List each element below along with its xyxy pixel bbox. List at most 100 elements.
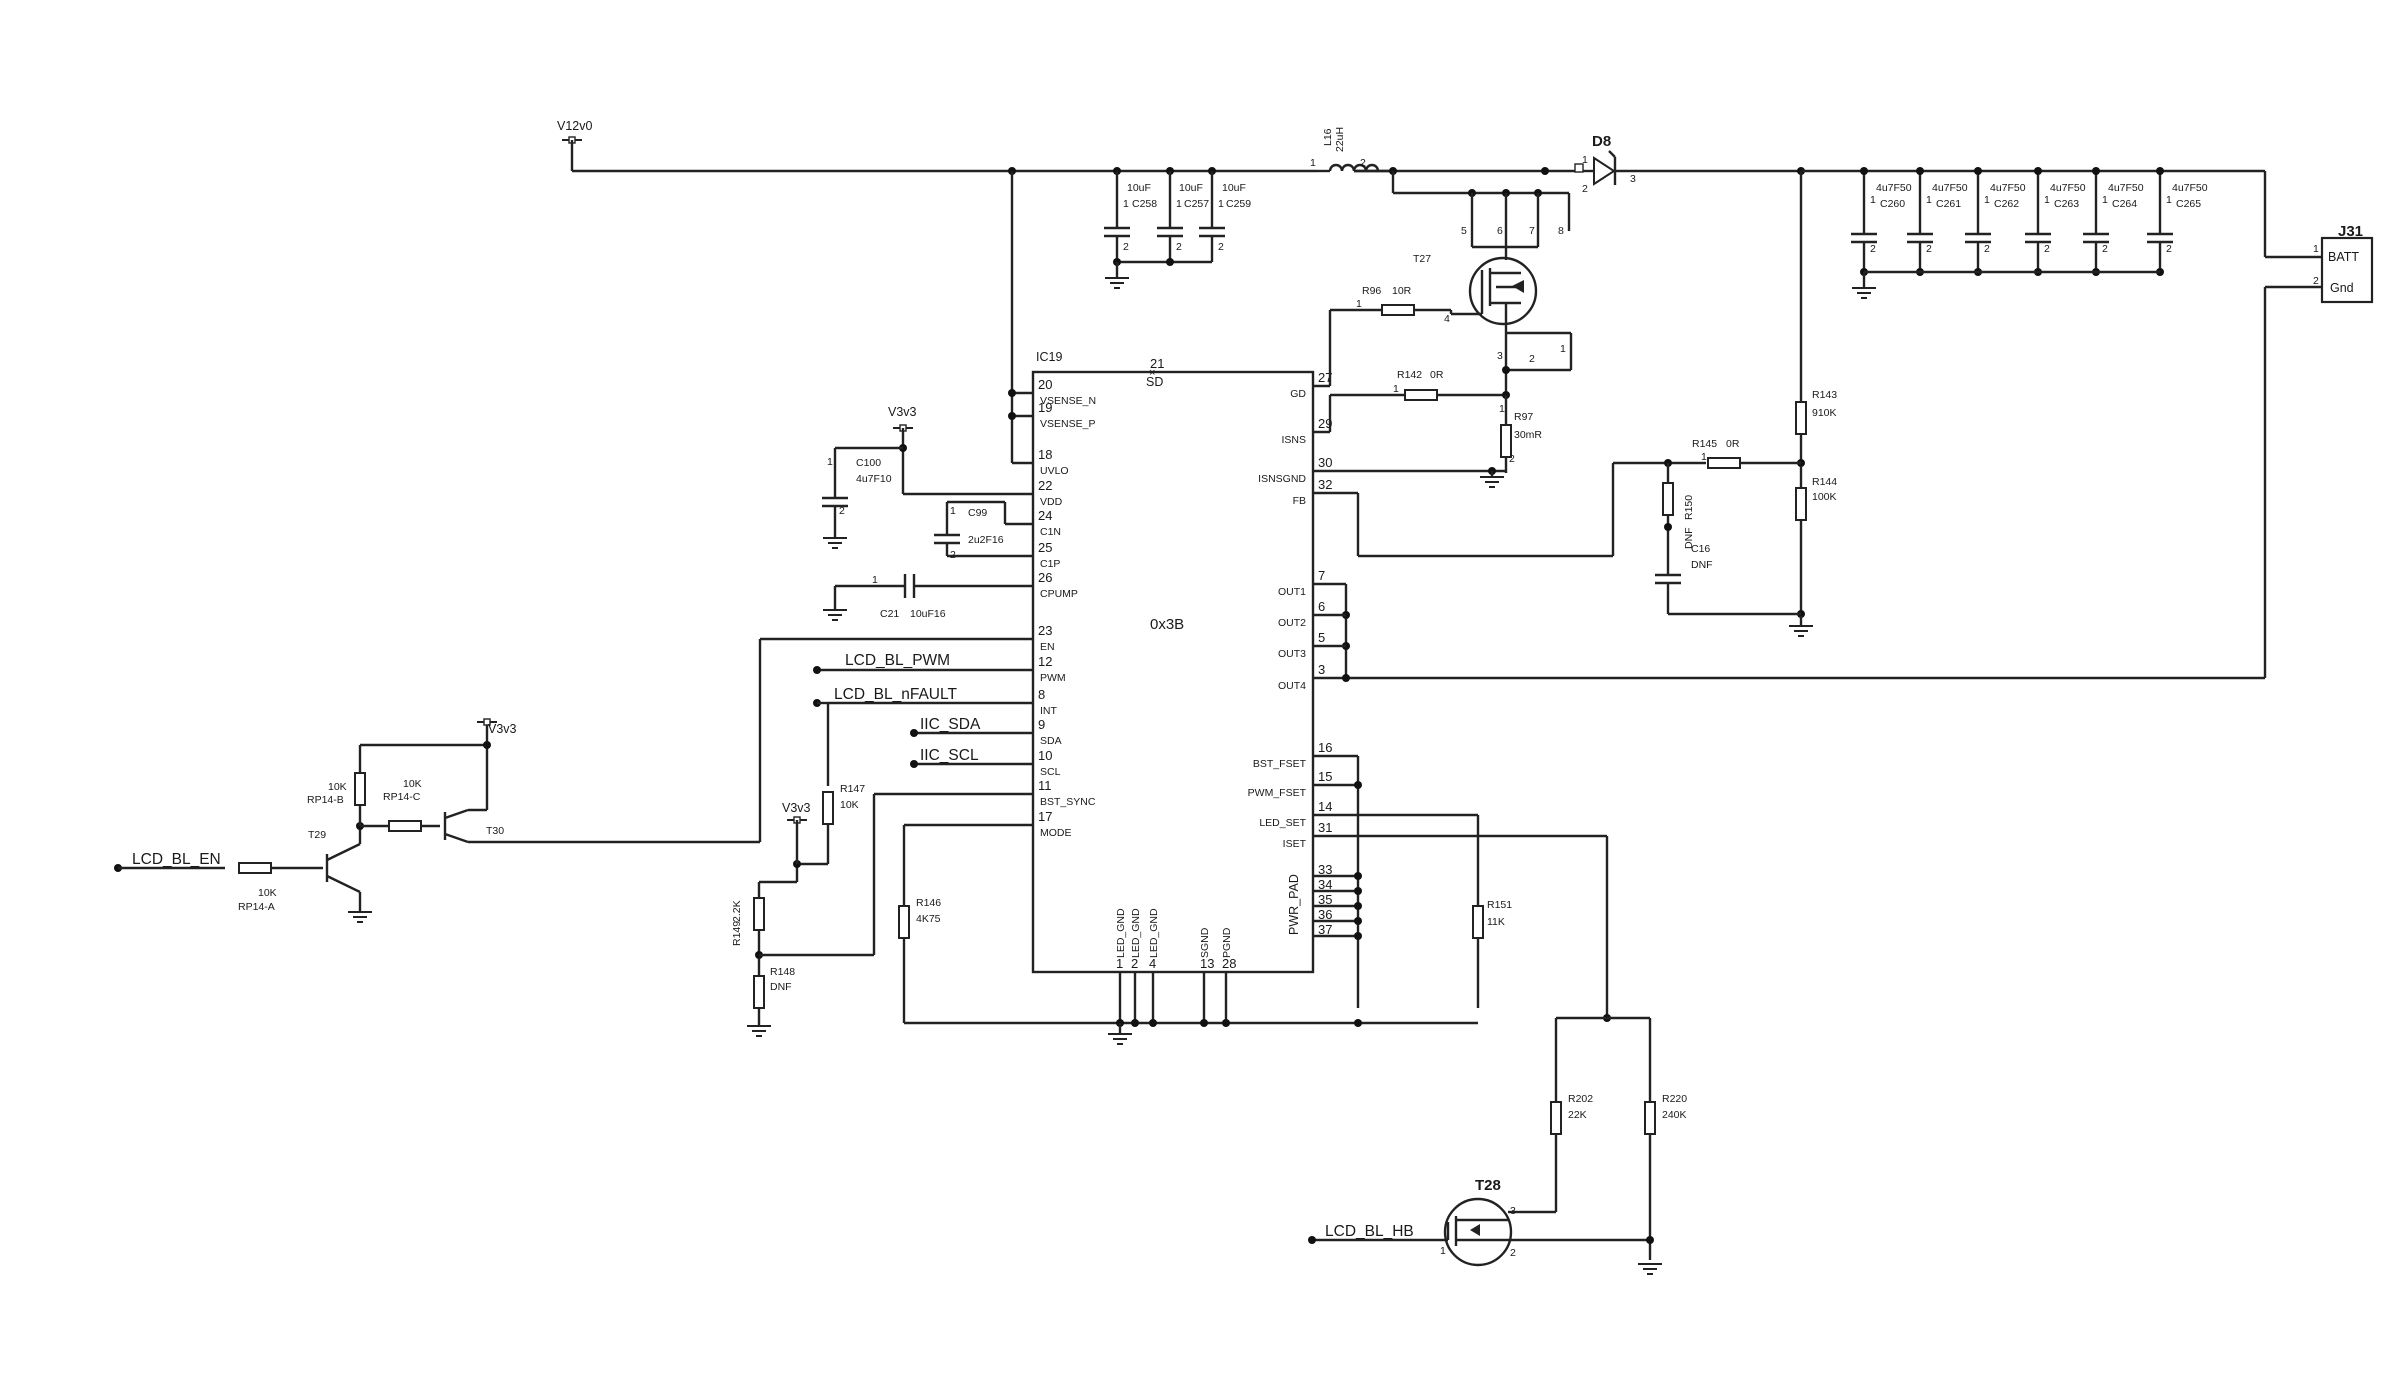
- ic19-pin-num: 20: [1038, 377, 1052, 392]
- svg-text:2: 2: [1510, 1247, 1516, 1259]
- ic19-pin-name: OUT1: [1278, 586, 1306, 598]
- ic19-pin-num: 12: [1038, 654, 1052, 669]
- v12-rail: V12v0: [557, 119, 1318, 465]
- svg-text:1: 1: [1440, 1245, 1446, 1257]
- svg-text:4u7F50: 4u7F50: [1990, 182, 2026, 194]
- ic19-pin-name: ISNSGND: [1258, 473, 1306, 485]
- ic19-pin-num: 9: [1038, 717, 1045, 732]
- svg-text:2: 2: [1926, 243, 1932, 255]
- svg-text:D8: D8: [1592, 133, 1611, 150]
- svg-text:T30: T30: [486, 825, 504, 837]
- ic19-pin-name: LED_GND: [1148, 908, 1160, 958]
- diode-d8: D8 1 2 3: [1574, 133, 1801, 195]
- svg-text:Gnd: Gnd: [2330, 281, 2354, 295]
- ic19-pin-name: FB: [1293, 495, 1306, 507]
- ic19-pin-name: PWM: [1040, 672, 1066, 684]
- svg-text:RP14-A: RP14-A: [238, 901, 275, 913]
- svg-text:10K: 10K: [840, 799, 859, 811]
- svg-text:L16: L16: [1322, 128, 1334, 146]
- svg-text:10K: 10K: [258, 887, 277, 899]
- ic19-pin-name: SCL: [1040, 766, 1061, 778]
- svg-text:2: 2: [1984, 243, 1990, 255]
- iset-network: R151 11K R202 22K R220 240K: [1313, 754, 1687, 1246]
- svg-text:C16: C16: [1691, 543, 1710, 555]
- svg-text:10uF16: 10uF16: [910, 608, 946, 620]
- connector-j31[interactable]: J31 BATT Gnd 1 2: [1313, 223, 2374, 680]
- ic19-pin-num: 30: [1318, 455, 1332, 470]
- svg-text:1: 1: [1218, 198, 1224, 210]
- svg-text:C100: C100: [856, 457, 881, 469]
- svg-text:2: 2: [2102, 243, 2108, 255]
- svg-text:10uF: 10uF: [1179, 182, 1203, 194]
- svg-text:2.2K: 2.2K: [731, 900, 743, 922]
- ic19-pin-num: 6: [1318, 599, 1325, 614]
- ic19-pin-num: 22: [1038, 478, 1052, 493]
- svg-text:RP14-C: RP14-C: [383, 791, 421, 803]
- ic19-pad-pin-num: 33: [1318, 862, 1332, 877]
- svg-text:R149: R149: [731, 921, 743, 946]
- svg-text:1: 1: [1582, 154, 1588, 166]
- svg-text:1: 1: [1176, 198, 1182, 210]
- ic19-pin-name: VSENSE_N: [1040, 395, 1096, 407]
- svg-text:2: 2: [2044, 243, 2050, 255]
- ic19-pin-num: 5: [1318, 630, 1325, 645]
- ic19-pin-name: OUT3: [1278, 648, 1306, 660]
- svg-text:3: 3: [1510, 1205, 1516, 1217]
- svg-text:R146: R146: [916, 897, 941, 909]
- svg-text:1: 1: [2044, 194, 2050, 206]
- svg-text:2: 2: [1509, 453, 1515, 465]
- svg-text:1: 1: [1701, 451, 1707, 463]
- svg-text:C265: C265: [2176, 198, 2201, 210]
- ic19-pin-num: 28: [1222, 956, 1236, 971]
- mosfet-t27: T27 5 6 7 8 4 3 2 1: [1413, 193, 1573, 394]
- svg-text:0R: 0R: [1430, 369, 1444, 381]
- svg-text:BATT: BATT: [2328, 250, 2359, 264]
- ic19-pin-name: VDD: [1040, 496, 1063, 508]
- svg-text:C263: C263: [2054, 198, 2079, 210]
- ground-bus: [902, 938, 1478, 1045]
- ic19-pin-num: 3: [1318, 662, 1325, 677]
- svg-text:2: 2: [1123, 241, 1129, 253]
- svg-text:2: 2: [2166, 243, 2172, 255]
- ic19-pin-name: SGND: [1199, 927, 1211, 958]
- svg-text:V3v3: V3v3: [782, 801, 811, 815]
- svg-text:C262: C262: [1994, 198, 2019, 210]
- ic19-pin-num: 4: [1149, 956, 1156, 971]
- ic19-ref: IC19: [1036, 350, 1062, 364]
- svg-text:C99: C99: [968, 507, 987, 519]
- svg-text:7: 7: [1529, 225, 1535, 237]
- ic19-pin-num: 23: [1038, 623, 1052, 638]
- svg-text:DNF: DNF: [770, 981, 792, 993]
- v12-label: V12v0: [557, 119, 592, 133]
- svg-text:2: 2: [1360, 157, 1366, 169]
- ic19-pin-num: 16: [1318, 740, 1332, 755]
- svg-text:C258: C258: [1132, 198, 1157, 210]
- svg-text:4u7F10: 4u7F10: [856, 473, 892, 485]
- svg-text:1: 1: [1499, 403, 1505, 415]
- svg-text:R148: R148: [770, 966, 795, 978]
- svg-text:6: 6: [1497, 225, 1503, 237]
- svg-text:C257: C257: [1184, 198, 1209, 210]
- ic19-pad-pin-num: 34: [1318, 877, 1332, 892]
- svg-text:2: 2: [1582, 183, 1588, 195]
- ic19-pin-num: 19: [1038, 400, 1052, 415]
- svg-text:R151: R151: [1487, 899, 1512, 911]
- ic19-pin-name: UVLO: [1040, 465, 1069, 477]
- ic19-pin-name: VSENSE_P: [1040, 418, 1095, 430]
- svg-text:240K: 240K: [1662, 1109, 1687, 1121]
- svg-text:10uF: 10uF: [1222, 182, 1246, 194]
- svg-text:R144: R144: [1812, 476, 1837, 488]
- svg-text:R96: R96: [1362, 285, 1381, 297]
- svg-text:3: 3: [1497, 350, 1503, 362]
- level-shifter: LCD_BL_EN 10K RP14-A T29 10K RP14-C 10K …: [114, 718, 517, 923]
- svg-text:1: 1: [872, 574, 878, 586]
- ic19-pin-num: 15: [1318, 769, 1332, 784]
- svg-text:V3v3: V3v3: [888, 405, 917, 419]
- svg-text:1: 1: [1310, 157, 1316, 169]
- sense-network: R142 0R 1 R97 30mR 1 2: [1313, 369, 1542, 488]
- ic19-pin-num: 11: [1038, 778, 1052, 793]
